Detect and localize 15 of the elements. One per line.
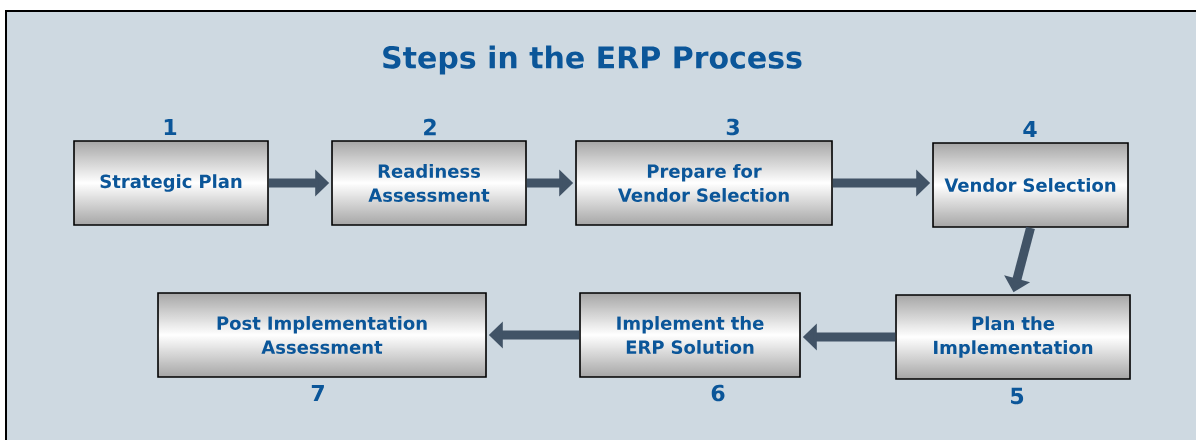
step-number: 1 bbox=[164, 119, 177, 135]
title: Steps in the ERP Process bbox=[383, 45, 802, 75]
process-box: Plan the Implementation bbox=[895, 294, 1131, 380]
step-number: 7 bbox=[311, 385, 324, 401]
step-number: 2 bbox=[424, 118, 436, 136]
process-box: Readiness Assessment bbox=[331, 140, 527, 226]
process-box: Prepare for Vendor Selection bbox=[575, 140, 833, 226]
process-box: Vendor Selection bbox=[932, 142, 1129, 228]
step-number: 6 bbox=[711, 384, 725, 402]
step-number: 4 bbox=[1023, 121, 1037, 137]
process-box: Strategic Plan bbox=[73, 140, 269, 226]
process-box: Implement the ERP Solution bbox=[579, 292, 801, 378]
process-box: Post Implementation Assessment bbox=[157, 292, 487, 378]
step-number: 3 bbox=[726, 118, 739, 136]
step-number: 5 bbox=[1011, 387, 1024, 405]
